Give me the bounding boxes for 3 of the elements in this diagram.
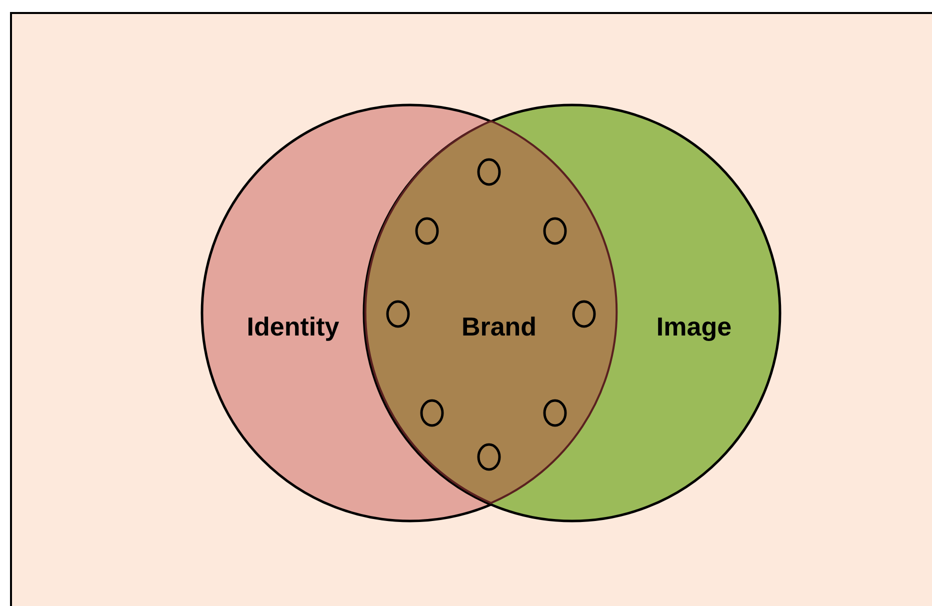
- circle-label: Brand: [461, 312, 537, 342]
- circle-label: Image: [656, 312, 732, 342]
- circle-label: Identity: [246, 312, 340, 342]
